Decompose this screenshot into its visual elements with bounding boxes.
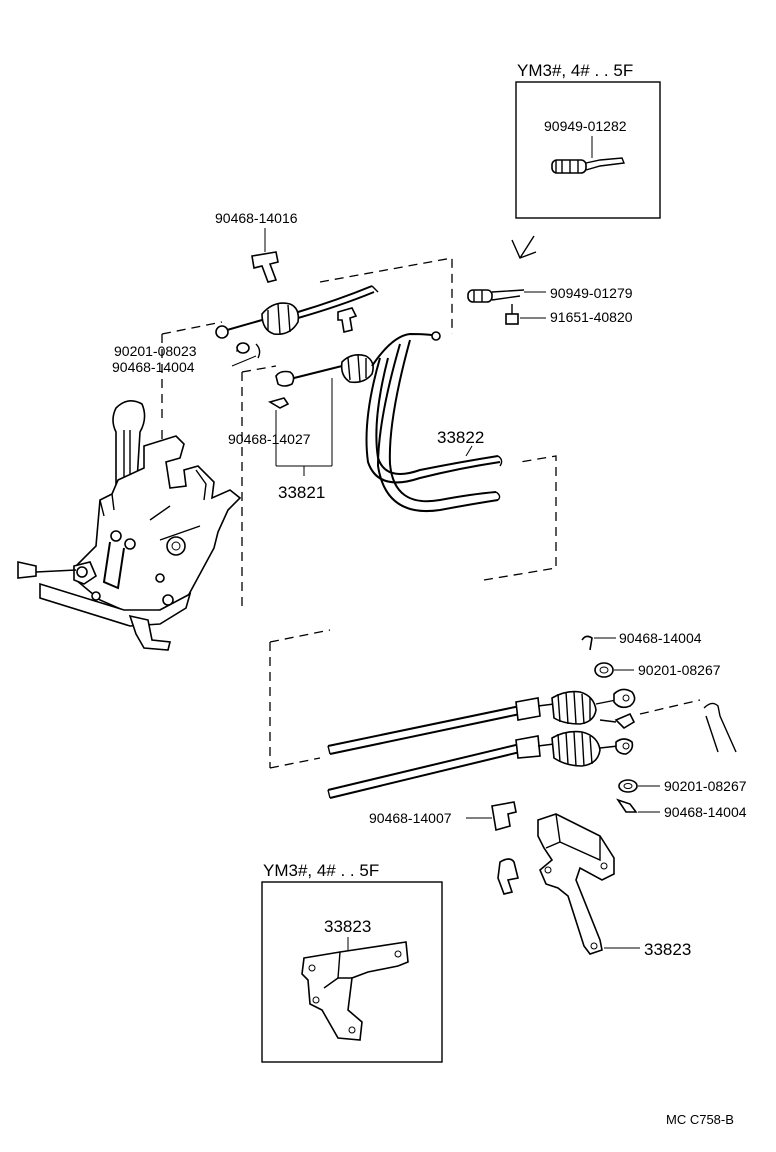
bracket-33823-inset bbox=[301, 941, 409, 1041]
mount-bracket-edge bbox=[703, 702, 737, 753]
label-33823-inset: 33823 bbox=[324, 917, 371, 936]
label-90201-08267-lower: 90201-08267 bbox=[664, 778, 747, 794]
label-90468-14016: 90468-14016 bbox=[215, 210, 298, 226]
shift-cable-33821 bbox=[275, 354, 374, 387]
label-90201-08267-upper: 90201-08267 bbox=[638, 662, 721, 678]
reference-frame-lower bbox=[269, 629, 701, 769]
inset-box-bottom-frame bbox=[261, 881, 443, 1063]
washer-90201-08267-lower bbox=[618, 779, 638, 793]
bracket-33823 bbox=[537, 813, 615, 955]
label-90468-14004-mid: 90468-14004 bbox=[619, 630, 702, 646]
inset-box-top-frame bbox=[515, 81, 661, 219]
label-90468-14027: 90468-14027 bbox=[228, 431, 311, 447]
pin-91651-40820 bbox=[505, 304, 519, 325]
label-90949-01282: 90949-01282 bbox=[544, 118, 627, 134]
label-90201-08023: 90201-08023 bbox=[114, 343, 197, 359]
label-90468-14004-lower: 90468-14004 bbox=[664, 804, 747, 820]
clip-90468-14004-upper bbox=[255, 343, 261, 359]
cable-end-clip-part bbox=[551, 157, 625, 174]
label-90468-14007: 90468-14007 bbox=[369, 810, 452, 826]
shift-lever-assembly bbox=[17, 400, 242, 651]
retainer-clip-90468-14007 bbox=[491, 801, 517, 832]
label-33822: 33822 bbox=[437, 428, 484, 447]
transmission-cable-pair bbox=[327, 688, 636, 799]
retainer-clip-upper bbox=[251, 251, 279, 283]
retainer-clip-lower bbox=[497, 858, 519, 895]
label-33821: 33821 bbox=[278, 483, 325, 502]
inset-box-top-title: YM3#, 4# . . 5F bbox=[517, 61, 633, 80]
footer-code: MC C758-B bbox=[666, 1112, 734, 1127]
cable-end-clip-90949-01279 bbox=[467, 289, 525, 303]
shift-cable-33822 bbox=[365, 331, 503, 512]
inset-box-bottom: YM3#, 4# . . 5F 33823 bbox=[261, 861, 443, 1063]
reference-frame-upper bbox=[161, 257, 557, 612]
shift-cable-upper bbox=[215, 285, 379, 339]
clip-90468-14027 bbox=[268, 397, 290, 409]
inset-box-bottom-title: YM3#, 4# . . 5F bbox=[263, 861, 379, 880]
inset-box-top: YM3#, 4# . . 5F 90949-01282 bbox=[515, 61, 661, 219]
washer-90201-08023 bbox=[236, 342, 250, 354]
label-90468-14004-upper: 90468-14004 bbox=[112, 359, 195, 375]
label-91651-40820: 91651-40820 bbox=[550, 309, 633, 325]
label-90949-01279: 90949-01279 bbox=[550, 285, 633, 301]
direction-arrow-icon bbox=[511, 235, 537, 259]
washer-90201-08267-upper bbox=[594, 662, 614, 678]
clip-90468-14004-mid bbox=[581, 635, 593, 651]
clip-90468-14004-lower bbox=[616, 798, 638, 813]
label-33823-main: 33823 bbox=[644, 940, 691, 959]
